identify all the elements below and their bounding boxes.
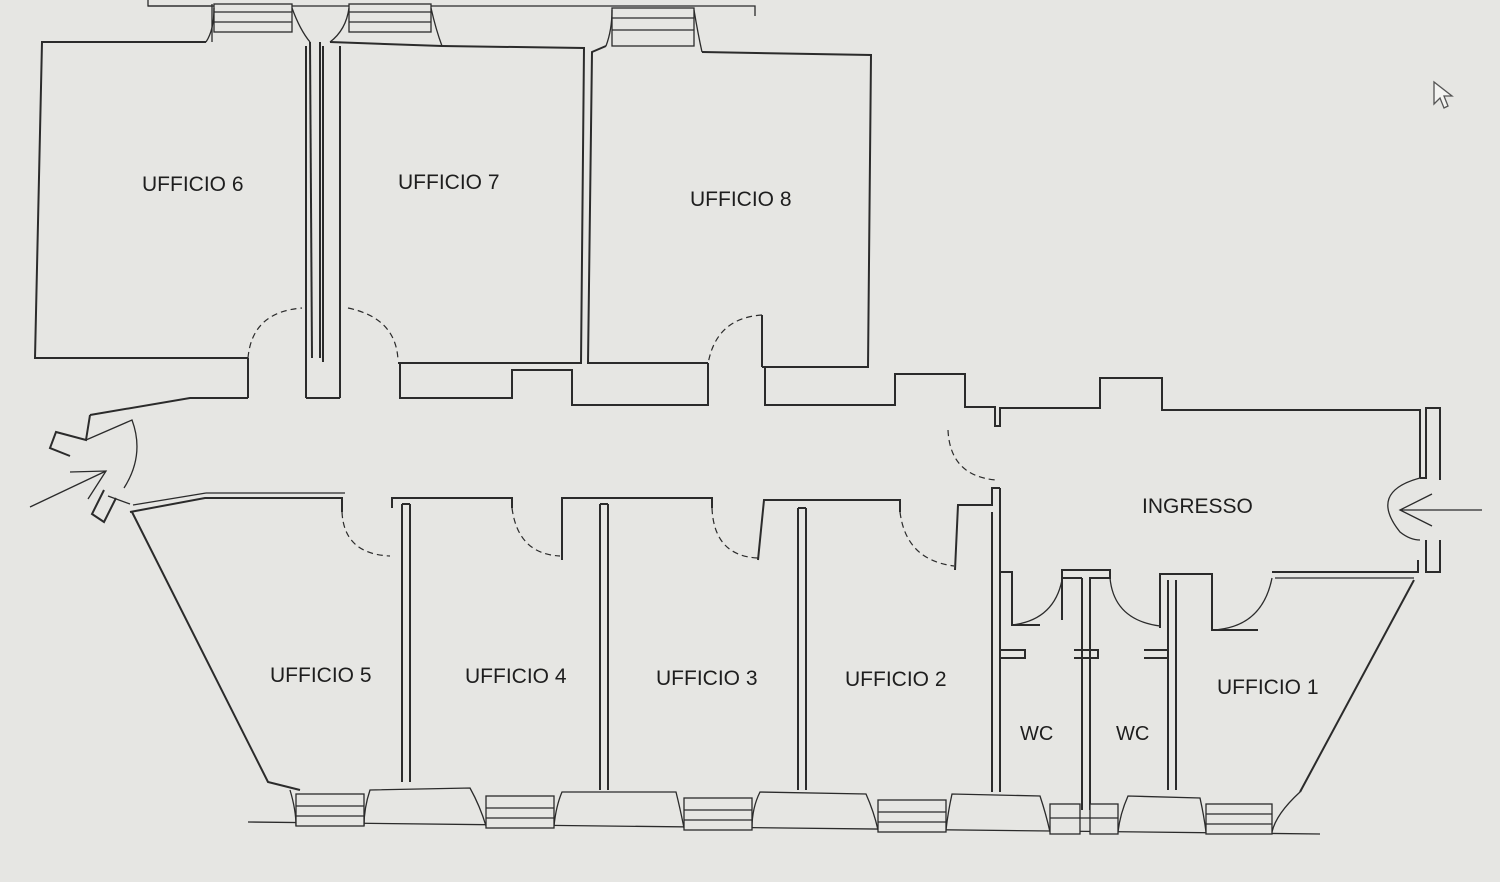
left-entrance	[48, 414, 138, 524]
lower-offices-walls	[129, 487, 1419, 810]
corridor-upper-wall	[89, 363, 1421, 478]
arrow-in-icon	[29, 470, 108, 508]
top-windows	[205, 3, 703, 53]
bottom-windows	[295, 793, 1273, 835]
room-label-ufficio8: UFFICIO 8	[690, 188, 792, 211]
room-label-wc-left: WC	[1020, 723, 1053, 745]
room-label-ufficio3: UFFICIO 3	[656, 667, 758, 690]
room-label-ufficio4: UFFICIO 4	[465, 665, 567, 688]
door-swings	[247, 307, 1273, 631]
upper-offices-walls	[33, 41, 873, 399]
mouse-pointer-icon	[1433, 80, 1454, 109]
top-outer-wall	[147, 0, 756, 42]
room-label-ufficio6: UFFICIO 6	[142, 173, 244, 196]
room-label-ufficio2: UFFICIO 2	[845, 668, 947, 691]
room-label-ufficio5: UFFICIO 5	[270, 664, 372, 687]
room-label-ufficio1: UFFICIO 1	[1217, 676, 1319, 699]
room-label-wc-right: WC	[1116, 723, 1149, 745]
room-label-ufficio7: UFFICIO 7	[398, 171, 500, 194]
right-entrance	[1387, 407, 1441, 573]
room-label-ingresso: INGRESSO	[1142, 495, 1253, 518]
bottom-outer-wall	[247, 787, 1321, 835]
arrow-in-icon-right	[1398, 493, 1482, 527]
